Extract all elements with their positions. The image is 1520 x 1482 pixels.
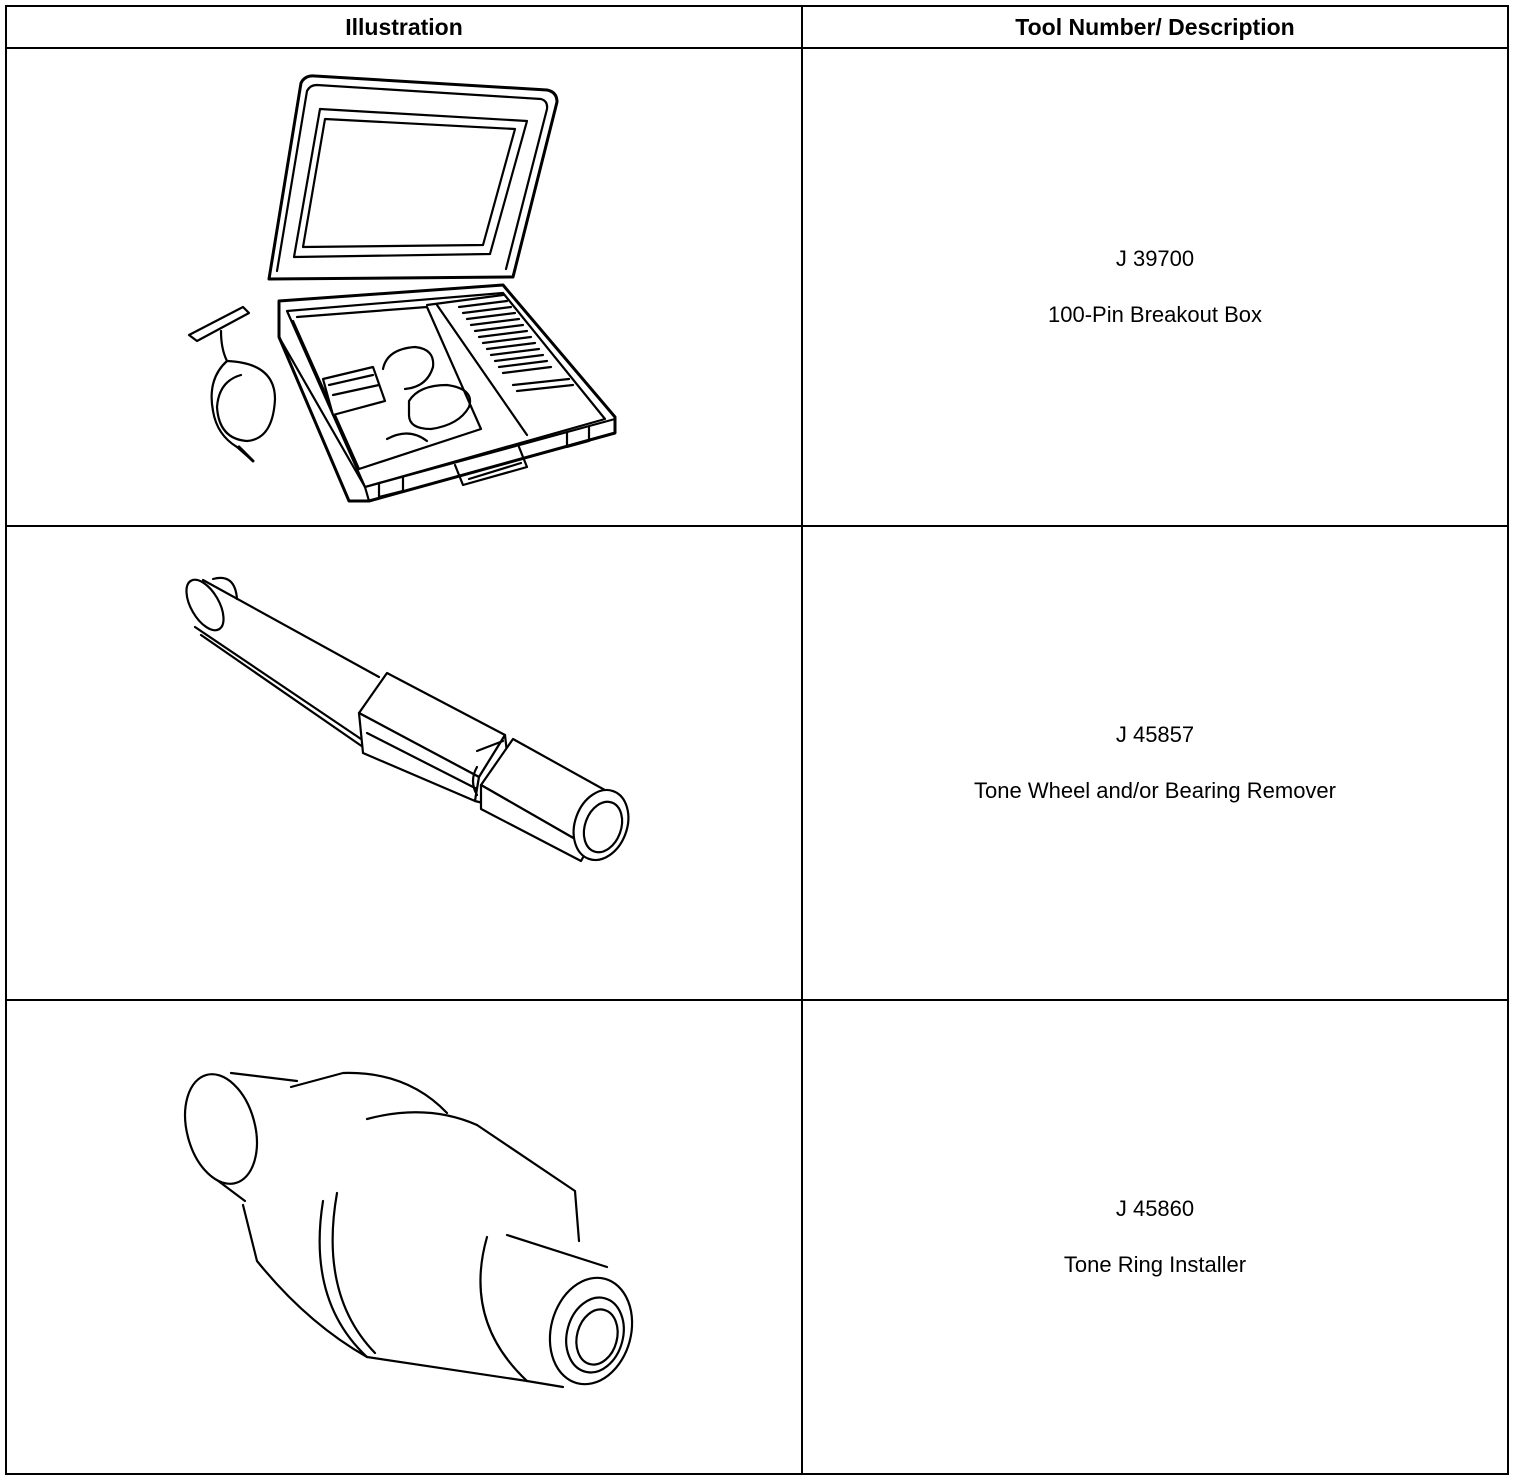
tool-description-cell: J 39700 100-Pin Breakout Box [801,47,1509,527]
illustration-cell [5,525,803,1001]
special-tools-table: Illustration Tool Number/ Description [5,5,1509,1475]
illustration-cell [5,999,803,1475]
tool-number: J 45860 [1115,1196,1195,1221]
remover-tool-icon [185,576,630,863]
tool-number: J 45857 [1115,722,1195,747]
table-row: J 45857 Tone Wheel and/or Bearing Remove… [5,525,1509,1001]
tool-description-column-header: Tool Number/ Description [801,5,1509,49]
tool-description-cell: J 45860 Tone Ring Installer [801,999,1509,1475]
ring-installer-icon [184,1071,634,1389]
illustration-cell [5,47,803,527]
table-row: J 45860 Tone Ring Installer [5,999,1509,1475]
tool-description: Tone Ring Installer [1063,1252,1247,1277]
table-header-row: Illustration Tool Number/ Description [5,5,1509,49]
tool-description-cell: J 45857 Tone Wheel and/or Bearing Remove… [801,525,1509,1001]
tool-description: 100-Pin Breakout Box [1047,302,1263,327]
tool-description: Tone Wheel and/or Bearing Remover [974,778,1336,803]
tool-number: J 39700 [1115,246,1195,271]
breakout-box-case-icon [187,74,617,503]
illustration-column-header: Illustration [5,5,803,49]
table-row: J 39700 100-Pin Breakout Box [5,47,1509,527]
